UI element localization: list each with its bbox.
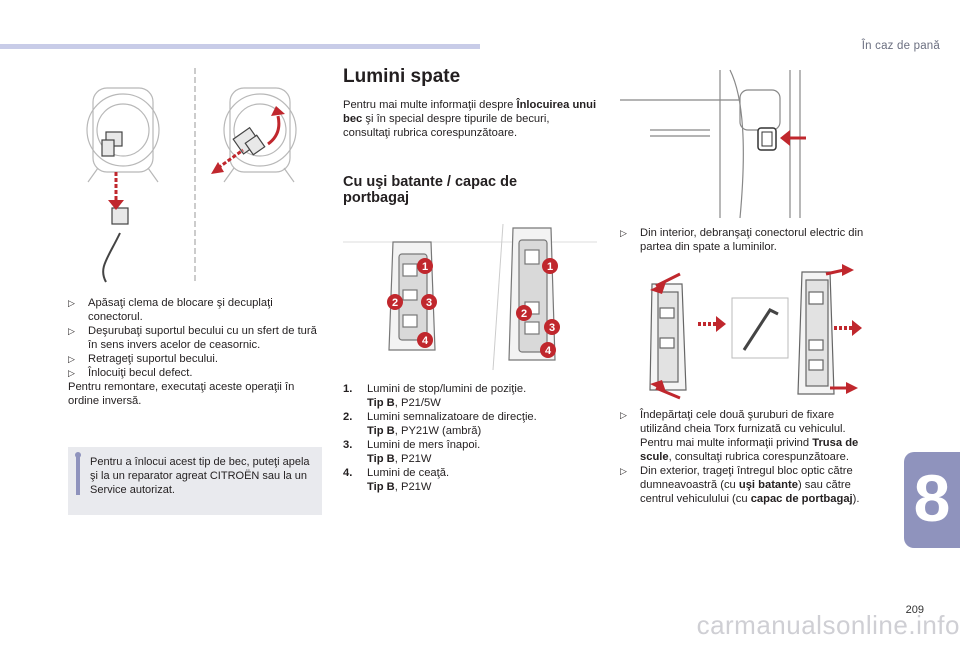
callout-4: [417, 332, 433, 348]
step-item: ▷Retrageţi suportul becului.: [68, 353, 218, 365]
arrow-icon: [846, 382, 858, 394]
callout-label: 1: [547, 261, 553, 273]
callout-1: [417, 258, 433, 274]
reassembly-note: Pentru remontare, executaţi aceste opera…: [68, 381, 295, 407]
arrow-bullet-icon: ▷: [620, 228, 627, 238]
callout-label: 4: [422, 335, 429, 347]
header-accent-bar: [0, 44, 480, 49]
list-item: 1.Lumini de stop/lumini de poziţie.Tip B…: [343, 383, 527, 409]
arrow-bullet-icon: ▷: [68, 326, 75, 336]
callout-label: 3: [426, 297, 432, 309]
arrow-bullet-icon: ▷: [620, 466, 627, 476]
page-number: 209: [905, 604, 924, 616]
torx-key-icon: [742, 308, 779, 351]
subsection-heading: Cu uşi batante / capac de portbagaj: [343, 174, 518, 206]
chapter-number: 8: [913, 461, 951, 535]
callout-1: [542, 258, 558, 274]
callout-4: [540, 342, 556, 358]
arrow-icon: [716, 316, 726, 332]
right-step-connector: ▷Din interior, debranşaţi conectorul ele…: [620, 227, 864, 253]
callout-3: [421, 294, 437, 310]
callout-2: [387, 294, 403, 310]
arrow-bullet-icon: ▷: [68, 354, 75, 364]
list-item: 3.Lumini de mers înapoi.Tip B, P21W: [343, 439, 481, 465]
section-title: În caz de pană: [861, 40, 940, 52]
arrow-icon: [650, 282, 666, 294]
left-steps: ▷Apăsaţi clema de blocare şi decuplaţi c…: [68, 296, 324, 408]
callout-label: 3: [549, 322, 555, 334]
step-item: ▷Îndepărtaţi cele două şuruburi de fixar…: [620, 409, 859, 463]
lamp-list: 1.Lumini de stop/lumini de poziţie.Tip B…: [343, 382, 597, 494]
fog-lamp-illustration: [86, 68, 297, 283]
arrow-icon: [852, 320, 862, 336]
callout-label: 2: [521, 308, 527, 320]
info-box: [68, 447, 322, 515]
arrow-bullet-icon: ▷: [620, 410, 627, 420]
connector-icon: [757, 127, 777, 151]
step-item: ▷Apăsaţi clema de blocare şi decuplaţi c…: [68, 297, 273, 323]
intro-paragraph: Pentru mai multe informaţii despre Înloc…: [343, 99, 597, 139]
callout-label: 4: [545, 345, 552, 357]
info-icon: [76, 455, 80, 495]
arrow-bullet-icon: ▷: [68, 368, 75, 378]
arrow-bullet-icon: ▷: [68, 298, 75, 308]
callout-label: 1: [422, 261, 428, 273]
step-item: ▷Înlocuiţi becul defect.: [68, 367, 193, 379]
arrow-icon: [780, 130, 790, 146]
info-box-text: Pentru a înlocui acest tip de bec, puteţ…: [90, 456, 310, 496]
list-item: 4.Lumini de ceaţă.Tip B, P21W: [343, 467, 450, 493]
torx-key-box: [731, 297, 789, 359]
arrow-icon: [842, 264, 854, 276]
rear-lamp-illustration: 1 2 3 4 1 2 3 4: [343, 223, 597, 371]
lamp-removal-illustration: [649, 264, 862, 400]
step-item: ▷Deşurubaţi suportul becului cu un sfert…: [68, 325, 317, 351]
callout-label: 2: [392, 297, 398, 309]
connector-illustration: [620, 69, 806, 219]
callout-2: [516, 305, 532, 321]
right-steps: ▷Îndepărtaţi cele două şuruburi de fixar…: [620, 408, 876, 506]
chapter-tab: [904, 452, 960, 548]
watermark: carmanualsonline.info: [696, 610, 960, 640]
list-item: 2.Lumini semnalizatoare de direcţie.Tip …: [343, 411, 537, 437]
section-heading: Lumini spate: [343, 66, 461, 87]
info-icon-dot: [75, 452, 81, 458]
callout-3: [544, 319, 560, 335]
step-item: ▷Din exterior, trageţi întregul bloc opt…: [620, 465, 860, 505]
